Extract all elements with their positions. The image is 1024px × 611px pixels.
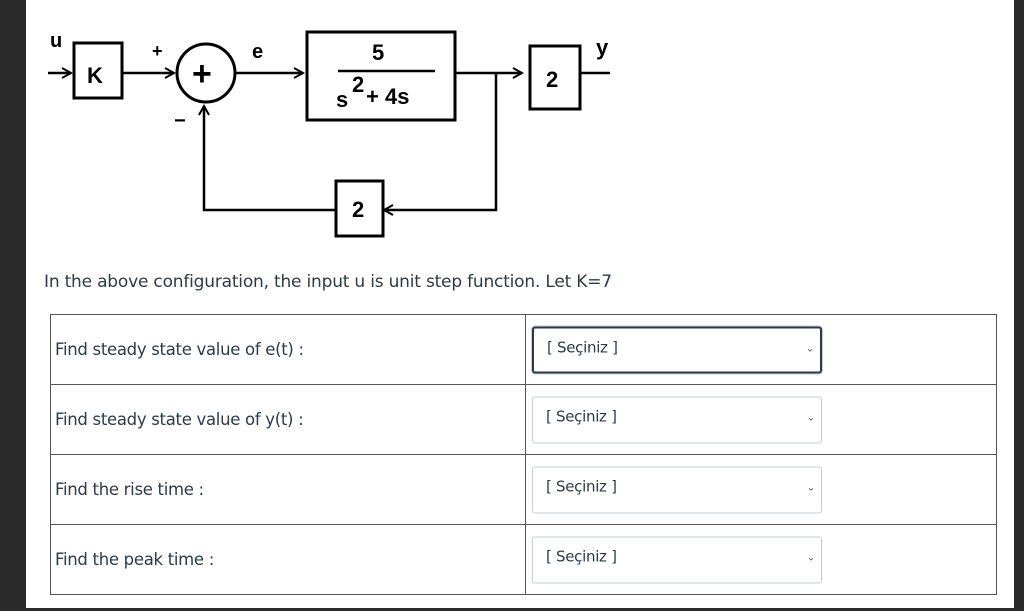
- answer-cell: [ Seçiniz ] ⌄: [525, 384, 997, 455]
- answer-cell: [ Seçiniz ] ⌄: [525, 314, 997, 385]
- answer-select-peak-time[interactable]: [ Seçiniz ] ⌄: [532, 536, 822, 583]
- output-gain-label: 2: [546, 67, 558, 92]
- chevron-down-icon: ⌄: [805, 343, 814, 354]
- answer-select-y[interactable]: [ Seçiniz ] ⌄: [532, 396, 822, 443]
- tf-denominator-base: s: [336, 87, 348, 112]
- summing-symbol: +: [192, 55, 212, 93]
- answer-cell: [ Seçiniz ] ⌄: [525, 454, 997, 525]
- gain-block-label: K: [87, 63, 103, 88]
- answer-select-rise-time[interactable]: [ Seçiniz ] ⌄: [532, 466, 822, 513]
- select-value: [ Seçiniz ]: [546, 547, 617, 565]
- chevron-down-icon: ⌄: [806, 552, 815, 563]
- answer-select-e[interactable]: [ Seçiniz ] ⌄: [532, 326, 822, 373]
- question-label: Find steady state value of y(t) :: [50, 384, 526, 455]
- chevron-down-icon: ⌄: [806, 412, 815, 423]
- table-row: Find the rise time : [ Seçiniz ] ⌄: [50, 454, 997, 525]
- output-gain-block: [528, 44, 582, 111]
- question-label: Find steady state value of e(t) :: [50, 314, 526, 385]
- table-row: Find steady state value of y(t) : [ Seçi…: [50, 384, 997, 455]
- answer-cell: [ Seçiniz ] ⌄: [525, 524, 997, 595]
- question-label: Find the rise time :: [50, 454, 526, 525]
- feedback-pickoff-line: [384, 73, 498, 210]
- tf-denominator-rest: + 4s: [366, 84, 409, 109]
- question-prompt: In the above configuration, the input u …: [44, 272, 612, 292]
- feedback-return-line: [204, 106, 336, 212]
- transfer-function-block: [305, 30, 457, 122]
- quiz-panel: u K + + e 5 s 2 + 4s 2 y 2 − In: [26, 0, 1014, 608]
- table-row: Find steady state value of e(t) : [ Seçi…: [50, 314, 997, 385]
- feedback-gain-block: [334, 179, 385, 238]
- question-table: Find steady state value of e(t) : [ Seçi…: [50, 314, 997, 595]
- block-diagram: u K + + e 5 s 2 + 4s 2 y 2 −: [48, 30, 610, 238]
- error-label: e: [252, 41, 263, 63]
- table-row: Find the peak time : [ Seçiniz ] ⌄: [50, 524, 997, 595]
- output-label: y: [596, 35, 609, 60]
- tf-denominator-exp: 2: [352, 72, 364, 97]
- select-value: [ Seçiniz ]: [547, 338, 618, 356]
- gain-block-k: [72, 41, 124, 100]
- select-value: [ Seçiniz ]: [546, 407, 617, 425]
- input-label: u: [50, 30, 62, 52]
- tf-numerator: 5: [372, 40, 384, 65]
- minus-sign: −: [174, 110, 186, 132]
- question-label: Find the peak time :: [50, 524, 526, 595]
- select-value: [ Seçiniz ]: [546, 477, 617, 495]
- plus-sign: +: [152, 41, 163, 61]
- chevron-down-icon: ⌄: [806, 482, 815, 493]
- feedback-gain-label: 2: [352, 197, 364, 222]
